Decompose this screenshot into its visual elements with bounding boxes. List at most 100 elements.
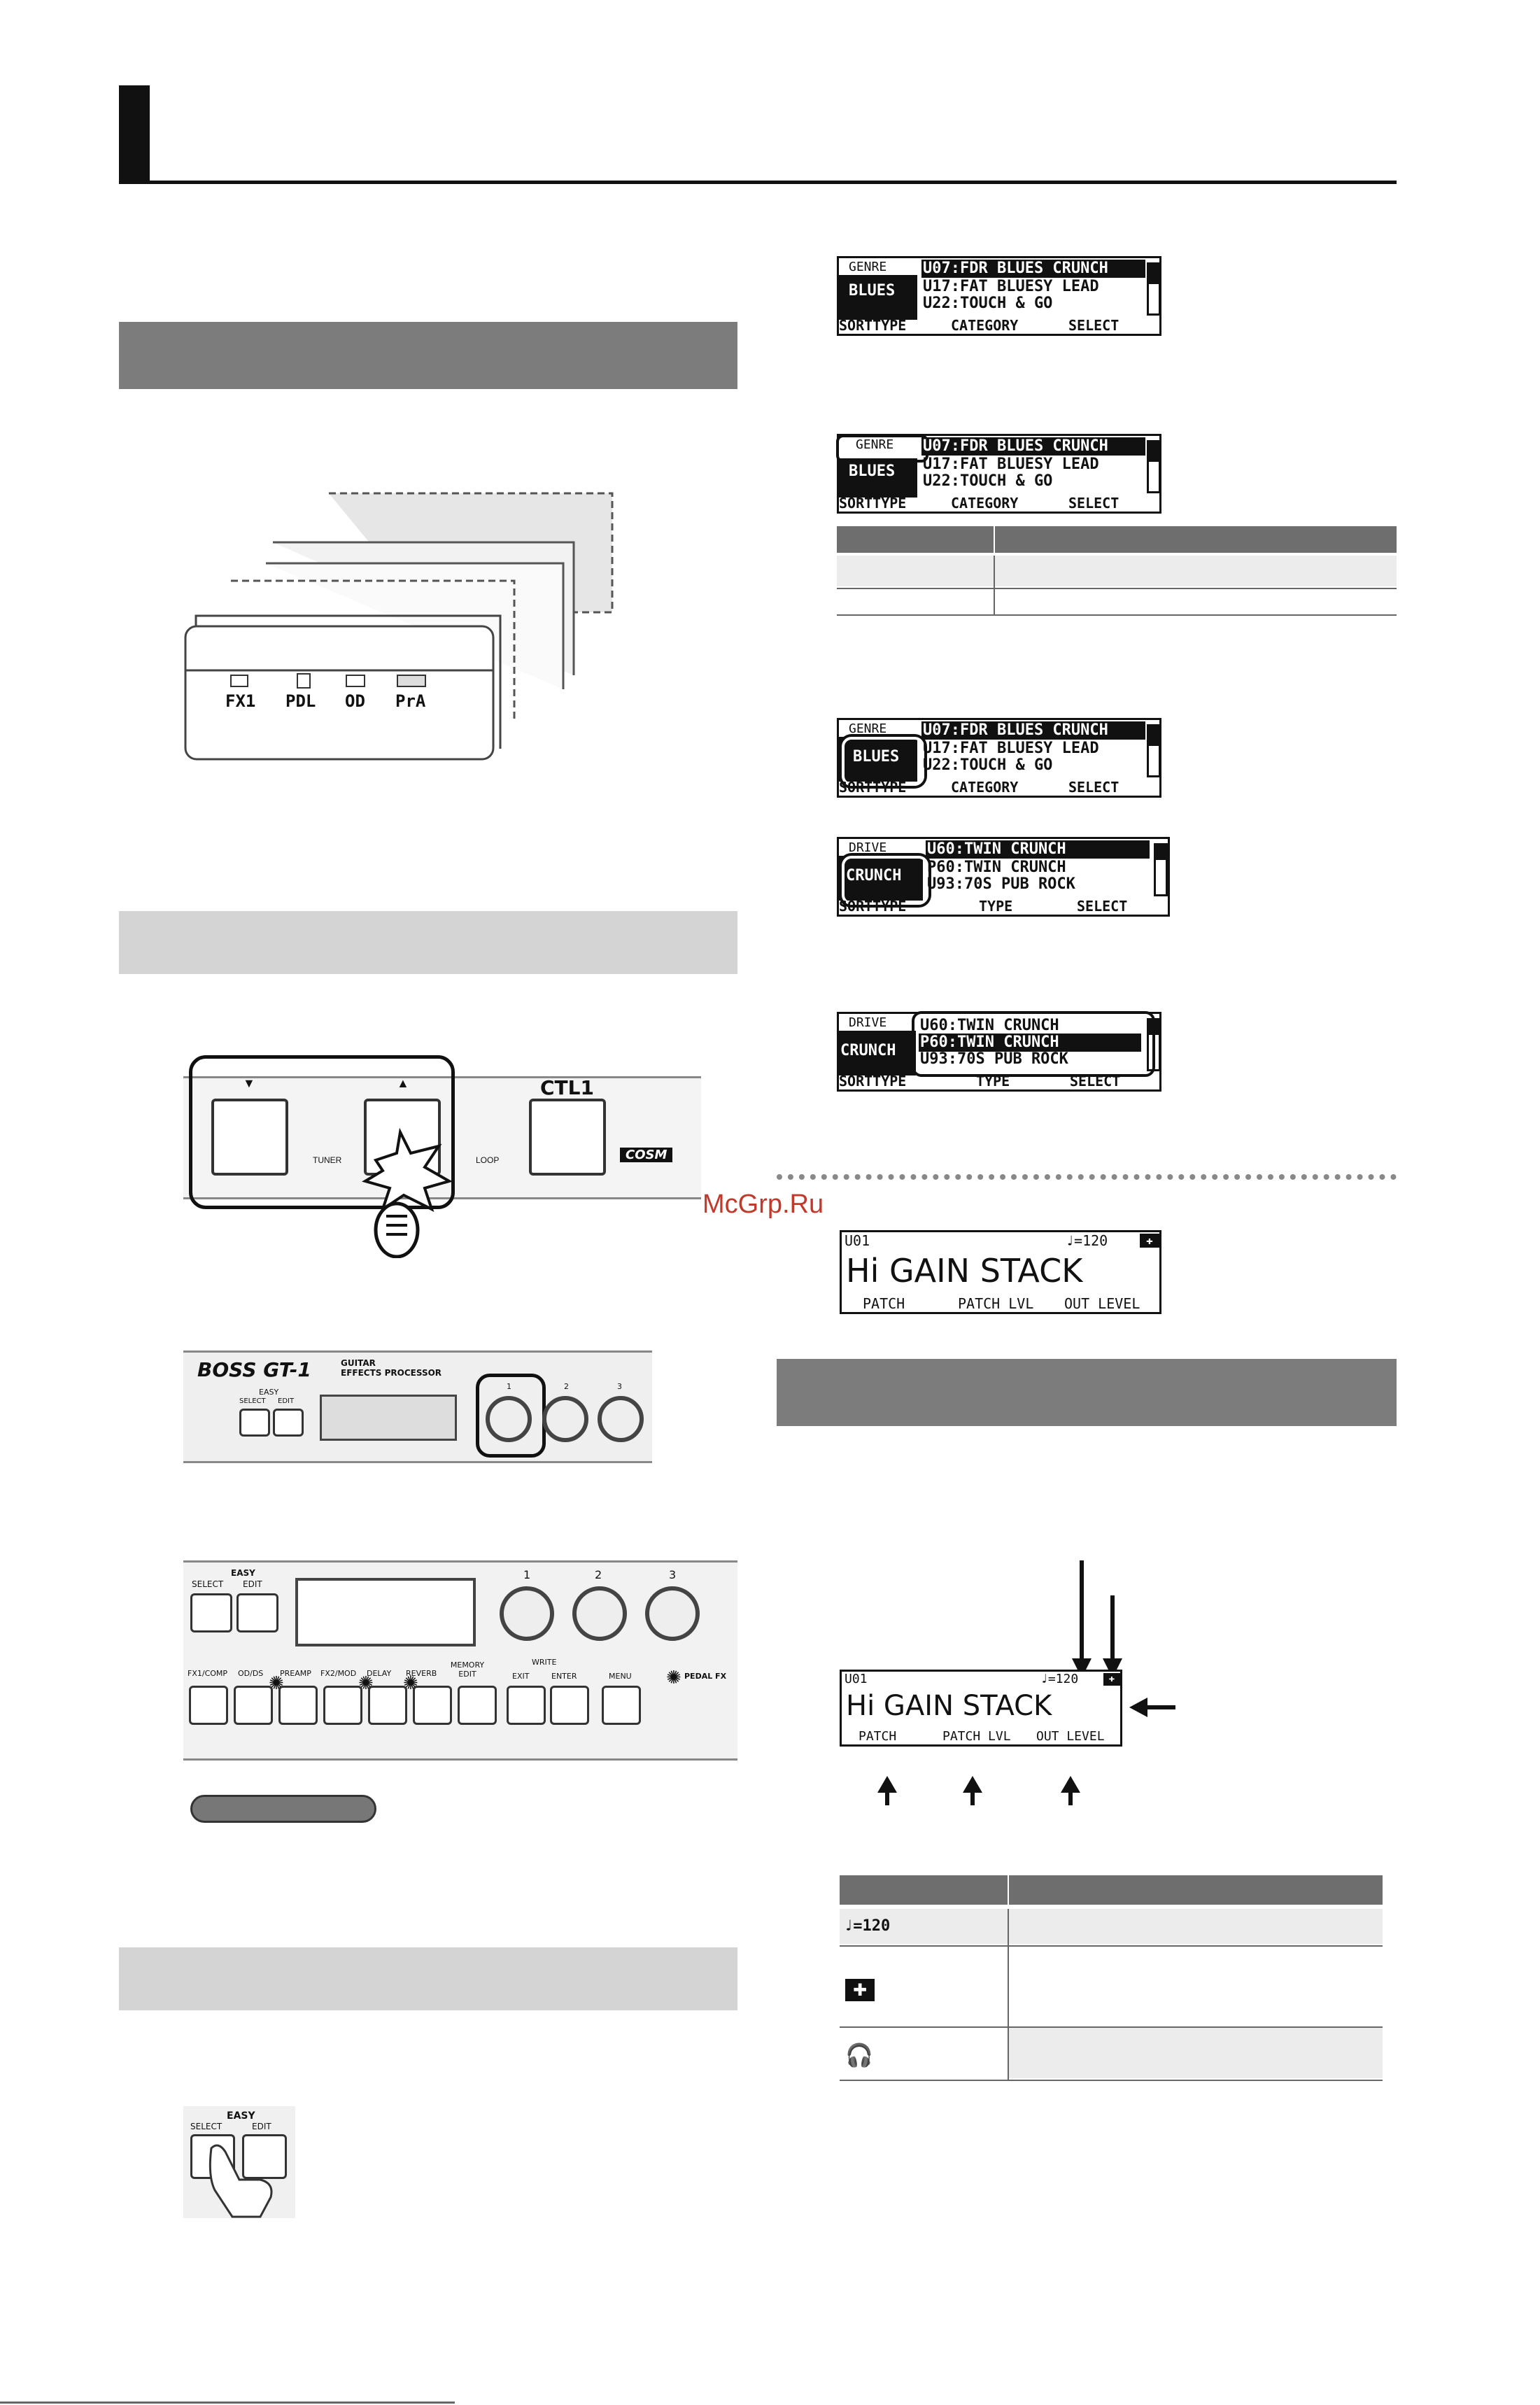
- lcd-scrollbar: [1147, 1018, 1161, 1071]
- panel-edit-button[interactable]: [236, 1593, 278, 1632]
- ctl1-footswitch[interactable]: [529, 1099, 606, 1176]
- enter-button[interactable]: [550, 1686, 589, 1725]
- loop-label: LOOP: [476, 1155, 500, 1165]
- section-bar-3: [119, 1947, 737, 2010]
- panel-knob-2[interactable]: [572, 1586, 627, 1641]
- section-bar-1: [119, 322, 737, 389]
- lcd-drive-crunch-1: DRIVE CRUNCH U60:TWIN CRUNCH P60:TWIN CR…: [837, 837, 1170, 917]
- lcd-b-row-1: U60:TWIN CRUNCH: [927, 840, 1066, 858]
- tuner-label: TUNER: [313, 1155, 342, 1165]
- patch-name: Hi GAIN STACK: [846, 1690, 1052, 1722]
- lcd-row-2: U17:FAT BLUESY LEAD: [923, 456, 1099, 473]
- menu-label: MENU: [609, 1672, 632, 1681]
- preamp-button[interactable]: [278, 1686, 318, 1725]
- pad-icon: ✚: [845, 1979, 875, 2001]
- fx2mod-button[interactable]: [323, 1686, 362, 1725]
- cosm-badge: COSM: [620, 1148, 673, 1162]
- memory-edit-button[interactable]: [458, 1686, 497, 1725]
- lcd-scrollbar: [1147, 262, 1161, 316]
- lcd-b-footer-2: TYPE: [979, 898, 1013, 915]
- lcd-genre-label: GENRE: [849, 260, 887, 274]
- knob-3[interactable]: [598, 1396, 644, 1442]
- reverb-label: REVERB: [406, 1669, 437, 1678]
- lcd-row-2: U17:FAT BLUESY LEAD: [923, 278, 1099, 295]
- patch-lcd-1: U01 ♩=120 ✚ Hi GAIN STACK PATCH PATCH LV…: [840, 1230, 1161, 1314]
- sort-table-row-1: [837, 556, 1397, 586]
- lcd-footer-1: SORTTYPE: [839, 495, 907, 512]
- highlight-frame: [189, 1055, 455, 1209]
- lcd-genre-value: BLUES: [849, 282, 896, 299]
- lcd-footer-1: SORTTYPE: [839, 317, 907, 334]
- pedal-fx-led-icon: ✺: [666, 1667, 681, 1688]
- odds-button[interactable]: [234, 1686, 273, 1725]
- lcd-footer-2: CATEGORY: [951, 317, 1019, 334]
- reverb-button[interactable]: [413, 1686, 452, 1725]
- knob-3-label: 3: [617, 1382, 622, 1391]
- panel-knob-3[interactable]: [645, 1586, 700, 1641]
- small-easy-label: EASY: [227, 2110, 255, 2122]
- reverb-led-icon: ✺: [403, 1673, 418, 1694]
- lcd-drive-label: DRIVE: [849, 1015, 887, 1030]
- memory-edit-label: MEMORY EDIT: [450, 1660, 485, 1679]
- small-edit-button[interactable]: [242, 2134, 287, 2179]
- lcd-footer-2: CATEGORY: [951, 495, 1019, 512]
- sort-table-header: [837, 526, 1397, 553]
- patch-name: Hi GAIN STACK: [846, 1252, 1083, 1290]
- lcd-row-3: U22:TOUCH & GO: [923, 295, 1053, 312]
- section-bar-2: [119, 911, 737, 974]
- lcd-footer-2: CATEGORY: [951, 779, 1019, 796]
- panel-select-button[interactable]: [190, 1593, 232, 1632]
- down-footswitch[interactable]: [211, 1099, 288, 1176]
- patch-footer-2: PATCH LVL: [958, 1295, 1034, 1312]
- write-label: WRITE: [532, 1658, 557, 1667]
- unit-display: [320, 1395, 457, 1441]
- panel-knob-3-label: 3: [669, 1568, 677, 1581]
- indicator-arrows: [877, 1560, 1175, 1805]
- knob-2[interactable]: [542, 1396, 588, 1442]
- patch-number: U01: [845, 1672, 868, 1686]
- lcd-b-footer-3: SELECT: [1070, 1073, 1121, 1089]
- patch-footer-3: OUT LEVEL: [1064, 1295, 1140, 1312]
- pedal-fx-label: PEDAL FX: [684, 1672, 727, 1681]
- unit-subtitle-1: GUITAR: [341, 1358, 376, 1368]
- preamp-led-icon: ✺: [269, 1673, 284, 1694]
- footswitch-illustration: ▼ ▲ TUNER LOOP CTL1 COSM: [183, 1055, 715, 1265]
- lcd-footer-3: SELECT: [1068, 779, 1119, 796]
- select-button[interactable]: [239, 1409, 270, 1437]
- lcd-footer-1: SORTTYPE: [839, 779, 907, 796]
- delay-button[interactable]: [368, 1686, 407, 1725]
- fx-label-pdl: PDL: [285, 691, 316, 711]
- knob-2-label: 2: [564, 1382, 569, 1391]
- patch-footer-1: PATCH: [863, 1295, 905, 1312]
- knob-1[interactable]: [486, 1396, 532, 1442]
- lcd-drive-crunch-2: DRIVE CRUNCH U60:TWIN CRUNCH P60:TWIN CR…: [837, 1011, 1161, 1092]
- patch-lcd-2: U01 ♩=120 ✚ Hi GAIN STACK PATCH PATCH LV…: [840, 1670, 1122, 1747]
- patch-tempo: ♩=120: [1040, 1672, 1079, 1686]
- legend-row-tempo: [840, 1909, 1383, 1944]
- fx-label-fx1: FX1: [225, 691, 256, 711]
- lcd-drive-value: CRUNCH: [840, 1042, 896, 1059]
- fx-label-od: OD: [345, 691, 365, 711]
- edit-label: EDIT: [278, 1397, 295, 1405]
- lcd-genre-blues-1: GENRE BLUES U07:FDR BLUES CRUNCH U17:FAT…: [837, 256, 1161, 336]
- down-arrow-icon: ▼: [243, 1076, 255, 1090]
- lcd-row-1: U07:FDR BLUES CRUNCH: [923, 437, 1108, 455]
- watermark: McGrp.Ru: [702, 1190, 824, 1219]
- fx1comp-button[interactable]: [189, 1686, 228, 1725]
- patch-number: U01: [845, 1232, 870, 1249]
- edit-button[interactable]: [273, 1409, 304, 1437]
- small-select-label: SELECT: [190, 2122, 222, 2131]
- patch-pad-icon: ✚: [1103, 1673, 1120, 1686]
- note-pill: [190, 1795, 376, 1823]
- panel-edit-label: EDIT: [243, 1579, 262, 1589]
- patch-pad-icon: ✚: [1140, 1234, 1159, 1248]
- lcd-scrollbar: [1147, 724, 1161, 777]
- lcd-b-row-3: U93:70S PUB ROCK: [927, 875, 1075, 893]
- exit-button[interactable]: [507, 1686, 546, 1725]
- lcd-genre-value: BLUES: [853, 748, 900, 766]
- lcd-genre-blues-3: GENRE BLUES U07:FDR BLUES CRUNCH U17:FAT…: [837, 718, 1161, 798]
- menu-button[interactable]: [602, 1686, 641, 1725]
- legend-table-header: [840, 1875, 1383, 1905]
- panel-knob-1[interactable]: [500, 1586, 554, 1641]
- foot-press-icon: [362, 1127, 453, 1258]
